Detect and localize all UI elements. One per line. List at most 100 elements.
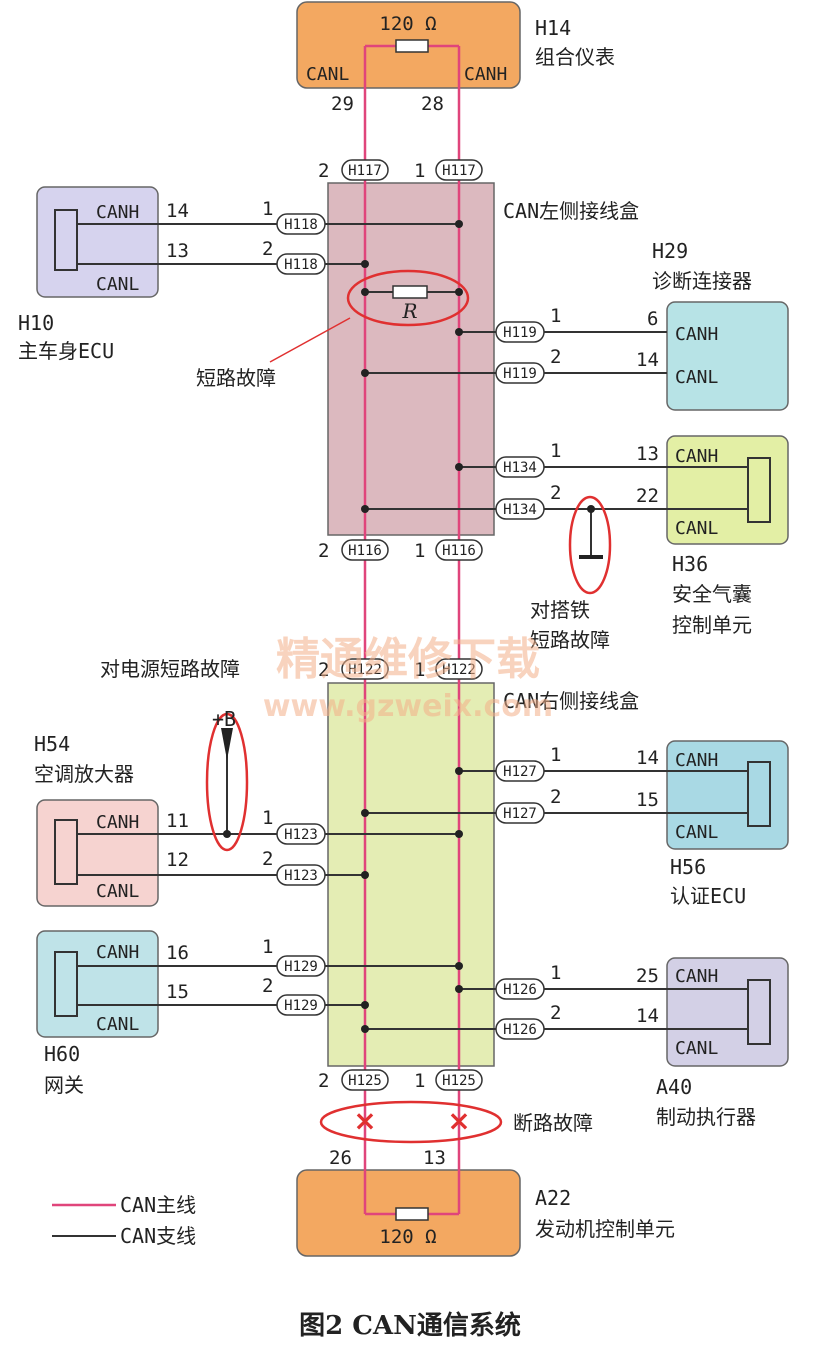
pin-h116-2: 2 (318, 540, 329, 562)
a40-pin-canl: 14 (636, 1005, 659, 1027)
h54-pin-canl: 12 (166, 849, 189, 871)
connector-h129-canh: H129 (284, 959, 318, 975)
connector-h122-left: H122 (348, 662, 382, 678)
pin-h126-2: 2 (550, 1002, 561, 1024)
figure-caption: 图2 CAN通信系统 (299, 1310, 521, 1341)
junction-dots (223, 220, 595, 1033)
connector-h118-canl: H118 (284, 257, 318, 273)
module-h29-box (666, 301, 789, 411)
h10-pin-canl: 13 (166, 240, 189, 262)
short-fault-pointer (269, 317, 351, 363)
a40-code: A40 (656, 1075, 692, 1099)
h60-canl-label: CANL (96, 1014, 140, 1035)
connector-h126-canl: H126 (503, 1022, 537, 1038)
junction-right-title: CAN右侧接线盒 (503, 689, 639, 713)
terminating-resistor-h14 (395, 39, 429, 53)
h14-resistor-value: 120 Ω (379, 13, 436, 35)
short-fault-ellipse (346, 269, 470, 327)
h36-pin-canh: 13 (636, 443, 659, 465)
pin-h117-1: 1 (414, 160, 425, 182)
a22-pin-canh: 13 (423, 1147, 446, 1169)
junction-box-left (327, 182, 495, 536)
pin-h118-2: 2 (262, 238, 273, 260)
module-h60-box (36, 930, 159, 1038)
pin-h125-1: 1 (414, 1070, 425, 1092)
h36-canh-label: CANH (675, 446, 718, 467)
open-fault-mark-right: × (447, 1104, 470, 1137)
module-can-labels: CANL CANH CANH CANL CANH CANL CANH CANL … (96, 64, 719, 1059)
h14-code: H14 (535, 16, 571, 40)
h60-code: H60 (44, 1042, 80, 1066)
connector-h117-left: H117 (348, 163, 382, 179)
h36-canl-label: CANL (675, 518, 719, 539)
can-main-line (363, 44, 461, 1216)
module-names: H14 组合仪表 A22 发动机控制单元 H10 主车身ECU H29 诊断连接… (18, 16, 756, 1241)
h36-name-line1: 安全气囊 (672, 582, 752, 606)
connector-h123-canh: H123 (284, 827, 318, 843)
fault-ground-label-2: 短路故障 (530, 628, 610, 652)
h56-canh-label: CANH (675, 750, 718, 771)
h10-connector-symbol (54, 209, 78, 271)
pin-h127-2: 2 (550, 786, 561, 808)
pin-h125-2: 2 (318, 1070, 329, 1092)
h60-pin-canl: 15 (166, 981, 189, 1003)
legend-branch-label: CAN支线 (120, 1224, 196, 1248)
pin-h134-1: 1 (550, 440, 561, 462)
pin-h127-1: 1 (550, 744, 561, 766)
module-h54-box (36, 799, 159, 907)
a40-connector-symbol (747, 979, 771, 1045)
a22-name: 发动机控制单元 (535, 1217, 675, 1241)
pin-h123-1: 1 (262, 807, 273, 829)
connector-h116-right: H116 (442, 543, 476, 559)
h54-canh-label: CANH (96, 812, 139, 833)
h29-pin-canh: 6 (647, 308, 658, 330)
connector-h134-canl: H134 (503, 502, 537, 518)
connector-h134-canh: H134 (503, 460, 537, 476)
h14-name: 组合仪表 (535, 45, 615, 69)
a22-resistor-value: 120 Ω (379, 1226, 436, 1248)
connector-h125-left: H125 (348, 1073, 382, 1089)
h56-pin-canh: 14 (636, 747, 659, 769)
pin-h129-1: 1 (262, 936, 273, 958)
connector-pin-numbers: 2 1 1 2 1 2 1 2 2 1 2 1 1 2 1 2 1 2 1 2 … (262, 160, 561, 1092)
pin-h118-1: 1 (262, 198, 273, 220)
pin-h126-1: 1 (550, 962, 561, 984)
h60-name: 网关 (44, 1073, 84, 1097)
pin-h119-2: 2 (550, 346, 561, 368)
h29-name: 诊断连接器 (652, 269, 752, 293)
h36-pin-canl: 22 (636, 485, 659, 507)
pin-h129-2: 2 (262, 975, 273, 997)
h10-canl-label: CANL (96, 274, 140, 295)
h14-pin-canh: 28 (421, 93, 444, 115)
module-pin-numbers: 29 28 26 13 14 13 6 14 13 22 11 12 14 15… (166, 93, 659, 1169)
connector-h117-right: H117 (442, 163, 476, 179)
h14-pin-canl: 29 (331, 93, 354, 115)
short-resistor-label: R (401, 299, 417, 323)
open-fault-ellipse (319, 1100, 503, 1144)
h56-name: 认证ECU (670, 884, 746, 908)
pin-h122-2: 2 (318, 659, 329, 681)
connector-h126-canh: H126 (503, 982, 537, 998)
h60-connector-symbol (54, 951, 78, 1017)
pin-h117-2: 2 (318, 160, 329, 182)
legend-main-label: CAN主线 (120, 1193, 196, 1217)
h56-pin-canl: 15 (636, 789, 659, 811)
connector-h122-right: H122 (442, 662, 476, 678)
connector-h129-canl: H129 (284, 998, 318, 1014)
h36-connector-symbol (747, 457, 771, 523)
h10-canh-label: CANH (96, 202, 139, 223)
watermark-line2: www.gzweix.com (263, 689, 553, 724)
a22-code: A22 (535, 1186, 571, 1210)
module-h36-box (666, 435, 789, 545)
connector-h127-canh: H127 (503, 764, 537, 780)
connector-h127-canl: H127 (503, 806, 537, 822)
h56-connector-symbol (747, 761, 771, 827)
h54-pin-canh: 11 (166, 810, 189, 832)
h29-pin-canl: 14 (636, 349, 659, 371)
connector-h125-right: H125 (442, 1073, 476, 1089)
junction-left-title: CAN左侧接线盒 (503, 199, 639, 223)
pin-h134-2: 2 (550, 482, 561, 504)
h60-canh-label: CANH (96, 942, 139, 963)
module-a40-box (666, 957, 789, 1067)
